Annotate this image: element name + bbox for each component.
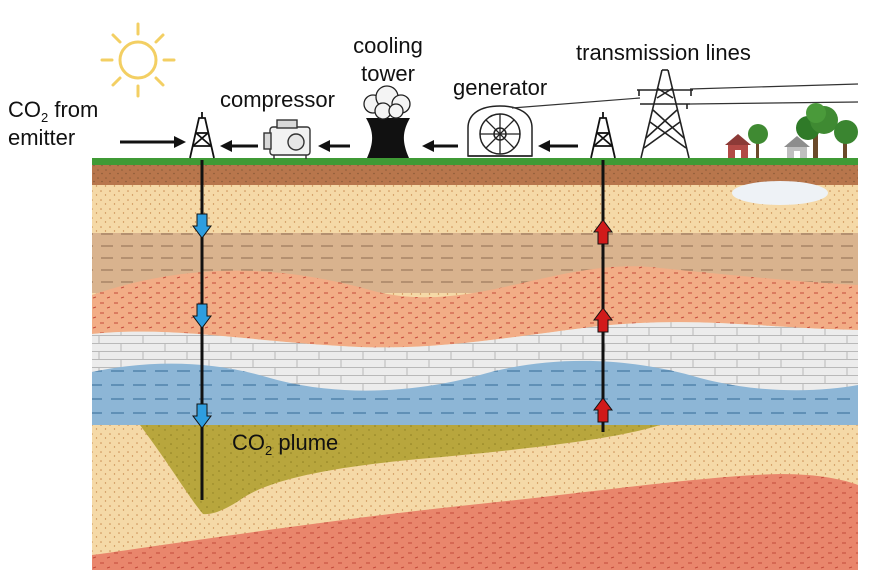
tree-icon [796,103,838,158]
production-well [593,160,613,432]
tree-icon [834,120,858,158]
arrow-emitter-to-rig [120,136,186,148]
co2-from-emitter-label-line2: emitter [8,125,75,150]
arrow-generator-to-tower [422,140,458,152]
co2-plume-label: CO2 plume [232,430,338,458]
drilling-rig-icon [590,112,616,159]
production-arrow [593,397,613,423]
house-icon [784,136,810,158]
arrow-rig-to-generator [538,140,578,152]
sun-icon [100,22,176,98]
co2-from-emitter-label: CO2 from [8,97,98,125]
cooling-tower-icon [363,85,411,158]
generator-label: generator [453,75,547,100]
compressor-label: compressor [220,87,335,112]
tree-icon [748,124,768,158]
ground-surface [92,158,858,165]
production-arrow [593,307,613,333]
production-arrow [593,219,613,245]
injection-arrow [192,403,212,429]
compressor-icon [263,119,311,159]
turbine-generator-icon [467,105,533,157]
arrow-tower-to-compressor [318,140,350,152]
cooling-tower-label-line2: tower [361,61,415,86]
power-lines [511,83,859,109]
subsurface [92,160,858,570]
injection-well [192,160,212,500]
pale-lens [732,181,828,205]
transmission-lines-label: transmission lines [576,40,751,65]
transmission-tower-icon [637,69,693,159]
surface-flow-arrows [120,136,578,152]
arrow-compressor-to-rig [220,140,258,152]
house-icon [725,134,751,158]
injection-arrow [192,303,212,329]
injection-arrow [192,213,212,239]
cooling-tower-label: cooling [353,33,423,58]
drilling-rig-icon [189,112,215,159]
